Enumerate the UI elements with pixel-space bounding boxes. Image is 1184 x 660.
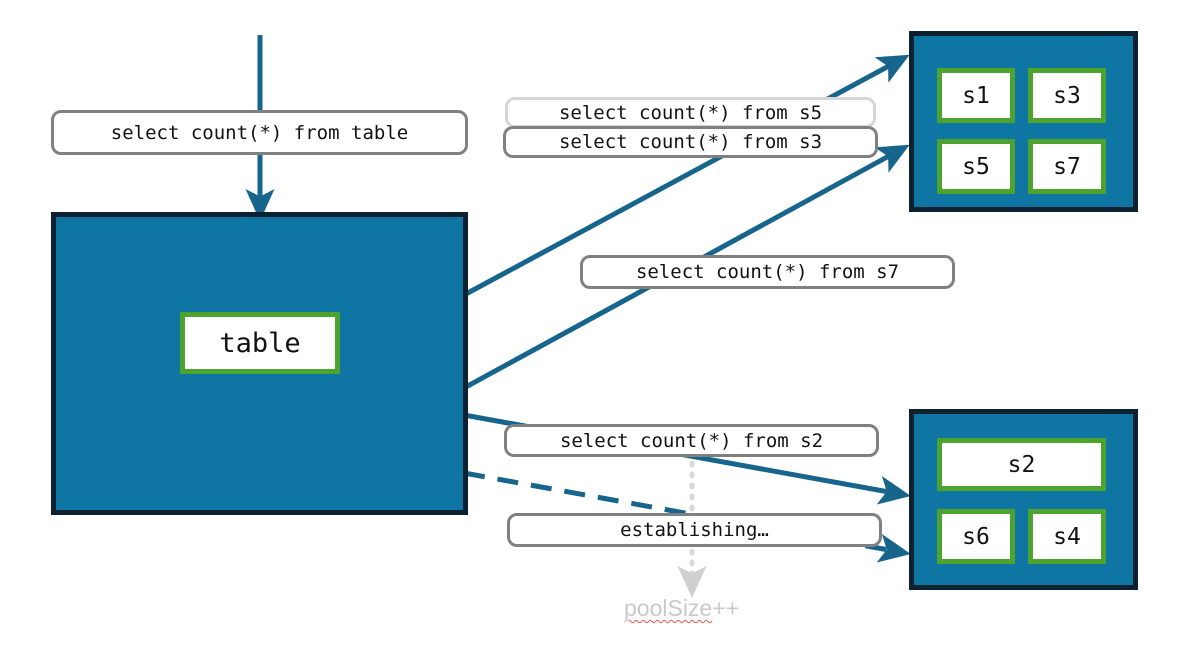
shard-s7-label: s7 <box>1053 153 1081 180</box>
query-pill-s7-label: select count(*) from s7 <box>635 261 900 283</box>
query-pill-s3[interactable]: select count(*) from s3 <box>503 126 878 158</box>
status-pill-establishing[interactable]: establishing… <box>507 513 882 547</box>
shard-s2[interactable]: s2 <box>937 438 1106 491</box>
shard-s6[interactable]: s6 <box>937 509 1015 564</box>
shard-s6-label: s6 <box>962 523 990 550</box>
shard-s5-label: s5 <box>962 153 990 180</box>
shard-s2-label: s2 <box>1007 451 1036 478</box>
shard-s3-label: s3 <box>1053 82 1081 109</box>
query-pill-s5[interactable]: select count(*) from s5 <box>505 97 876 128</box>
query-pill-s2-label: select count(*) from s2 <box>559 429 824 452</box>
table-cell-label: table <box>219 327 301 359</box>
poolsize-annotation: poolSize++ <box>624 595 739 622</box>
poolsize-annotation-word: poolSize <box>624 595 713 621</box>
shard-s1-label: s1 <box>962 82 990 109</box>
shard-s7[interactable]: s7 <box>1028 139 1106 194</box>
table-cell[interactable]: table <box>180 312 340 374</box>
shard-s3[interactable]: s3 <box>1028 68 1106 123</box>
poolsize-annotation-suffix: ++ <box>712 595 740 621</box>
query-pill-s2[interactable]: select count(*) from s2 <box>504 424 879 457</box>
shard-s4[interactable]: s4 <box>1028 509 1106 564</box>
shard-s1[interactable]: s1 <box>937 68 1015 123</box>
query-pill-s7[interactable]: select count(*) from s7 <box>580 255 955 289</box>
query-pill-s5-label: select count(*) from s5 <box>558 101 823 124</box>
query-pill-table[interactable]: select count(*) from table <box>51 110 468 155</box>
query-pill-s3-label: select count(*) from s3 <box>558 131 823 153</box>
shard-s5[interactable]: s5 <box>937 139 1015 194</box>
query-pill-table-label: select count(*) from table <box>110 121 409 144</box>
status-pill-establishing-label: establishing… <box>620 519 769 541</box>
shard-s4-label: s4 <box>1053 523 1081 550</box>
